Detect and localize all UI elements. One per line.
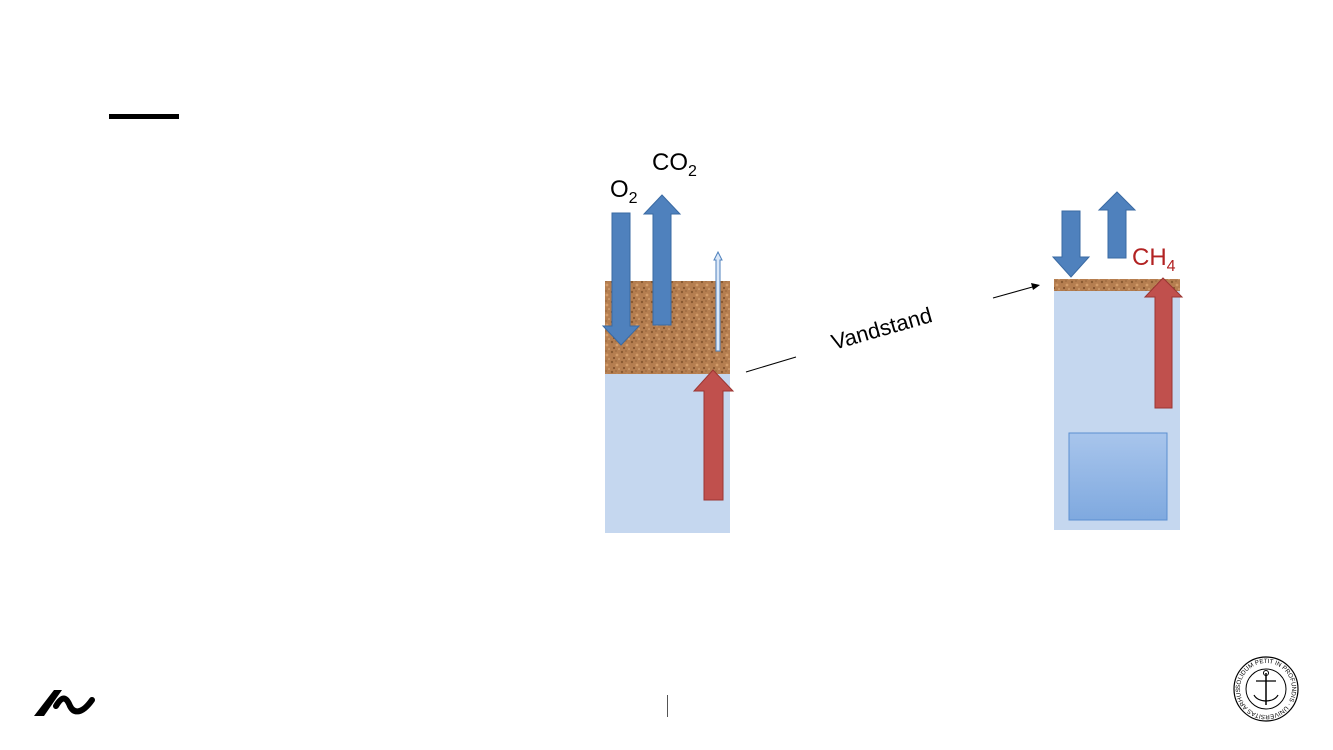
water-level-pointer-head <box>1031 283 1040 290</box>
ch4-label: CH4 <box>1132 244 1176 275</box>
co2-label: CO2 <box>652 149 697 180</box>
right-inner-box <box>1068 432 1168 521</box>
o2-label: O2 <box>610 176 638 207</box>
o2-down-arrow <box>601 212 641 346</box>
title-bar <box>109 114 179 119</box>
right-blue-up-arrow <box>1097 191 1137 259</box>
left-column: O2 CO2 <box>601 149 735 533</box>
right-soil <box>1054 279 1180 291</box>
water-level-line <box>745 356 797 373</box>
au-seal-icon: SOLIDUM PETIT IN PROFUNDIS · UNIVERSITAS… <box>1232 655 1299 722</box>
water-level-label: Vandstand <box>828 302 934 355</box>
co2-up-arrow <box>642 194 682 326</box>
au-wave-logo <box>34 690 95 716</box>
right-blue-down-arrow <box>1051 210 1091 278</box>
water-level-pointer <box>992 285 1037 299</box>
water-level-annotation: Vandstand <box>745 283 1040 373</box>
right-red-up-arrow <box>1143 277 1184 409</box>
left-red-up-arrow <box>692 369 735 501</box>
footer-divider <box>667 695 668 717</box>
right-column: CH4 <box>1051 191 1184 530</box>
small-up-arrow <box>713 250 723 352</box>
